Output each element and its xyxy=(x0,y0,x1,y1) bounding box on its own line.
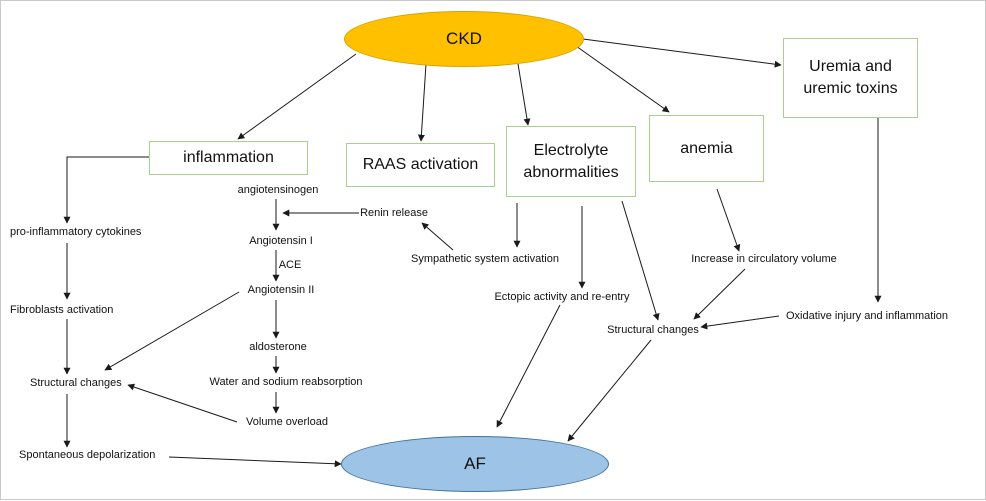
arrow-anemia-to-circulatory xyxy=(716,188,741,252)
uremia-label-line1: Uremia and xyxy=(809,58,892,76)
electrolyte-label-line1: Electrolyte xyxy=(533,141,609,159)
anemia-label: anemia xyxy=(680,139,733,157)
arrow-spontaneous-to-af xyxy=(168,456,342,468)
sympathetic-activation-label: Sympathetic system activation xyxy=(411,253,559,265)
anemia-box: anemia xyxy=(649,115,764,182)
volume-overload-label: Volume overload xyxy=(246,416,328,428)
structural-changes-left-label: Structural changes xyxy=(30,377,122,389)
arrow-oxidative-to-structural xyxy=(700,315,780,330)
ckd-label: CKD xyxy=(446,29,482,48)
uremia-label-line2: uremic toxins xyxy=(803,80,898,97)
arrow-ckd-to-anemia xyxy=(575,45,670,113)
angiotensin-ii-label: Angiotensin II xyxy=(247,284,315,296)
fibroblasts-activation-label: Fibroblasts activation xyxy=(10,304,114,316)
circulatory-volume-label: Increase in circulatory volume xyxy=(691,253,837,265)
uremia-box: Uremia and uremic toxins xyxy=(783,38,918,118)
arrow-inflammation-to-cytokines xyxy=(63,156,149,224)
angiotensin-i-label: Angiotensin I xyxy=(249,235,313,247)
ace-label: ACE xyxy=(278,259,302,271)
af-oval: AF xyxy=(341,436,609,492)
arrow-ckd-to-raas xyxy=(417,63,427,142)
arrow-volume-to-structural xyxy=(127,383,238,423)
raas-label: RAAS activation xyxy=(362,156,479,174)
ectopic-activity-label: Ectopic activity and re-entry xyxy=(494,291,630,303)
renin-release-label: Renin release xyxy=(360,207,428,219)
arrow-angiotensin-ii-to-structural xyxy=(104,291,240,371)
arrow-structural-right-to-af xyxy=(567,339,652,442)
water-sodium-label: Water and sodium reabsorption xyxy=(209,376,363,388)
arrow-ckd-to-uremia xyxy=(582,38,782,68)
inflammation-label: inflammation xyxy=(183,149,274,167)
arrow-ectopic-to-af xyxy=(496,304,561,428)
ckd-oval: CKD xyxy=(344,11,584,67)
angiotensinogen-label: angiotensinogen xyxy=(237,184,319,196)
oxidative-injury-label: Oxidative injury and inflammation xyxy=(785,310,949,322)
spontaneous-depolarization-label: Spontaneous depolarization xyxy=(19,449,156,461)
arrow-electrolyte-to-structural-right xyxy=(621,200,660,321)
raas-box: RAAS activation xyxy=(346,143,495,187)
arrow-sympathetic-to-renin xyxy=(421,222,454,251)
aldosterone-label: aldosterone xyxy=(249,341,307,353)
electrolyte-label-line2: abnormalities xyxy=(523,163,619,181)
af-label: AF xyxy=(464,454,486,473)
structural-changes-right-label: Structural changes xyxy=(607,324,699,336)
arrow-circulatory-to-structural xyxy=(693,268,746,320)
inflammation-box: inflammation xyxy=(149,141,308,175)
pro-inflammatory-cytokines-label: pro-inflammatory cytokines xyxy=(10,226,142,238)
arrow-ckd-to-electrolyte xyxy=(517,63,531,126)
arrow-ckd-to-inflammation xyxy=(237,53,357,140)
electrolyte-box: Electrolyte abnormalities xyxy=(506,126,636,197)
